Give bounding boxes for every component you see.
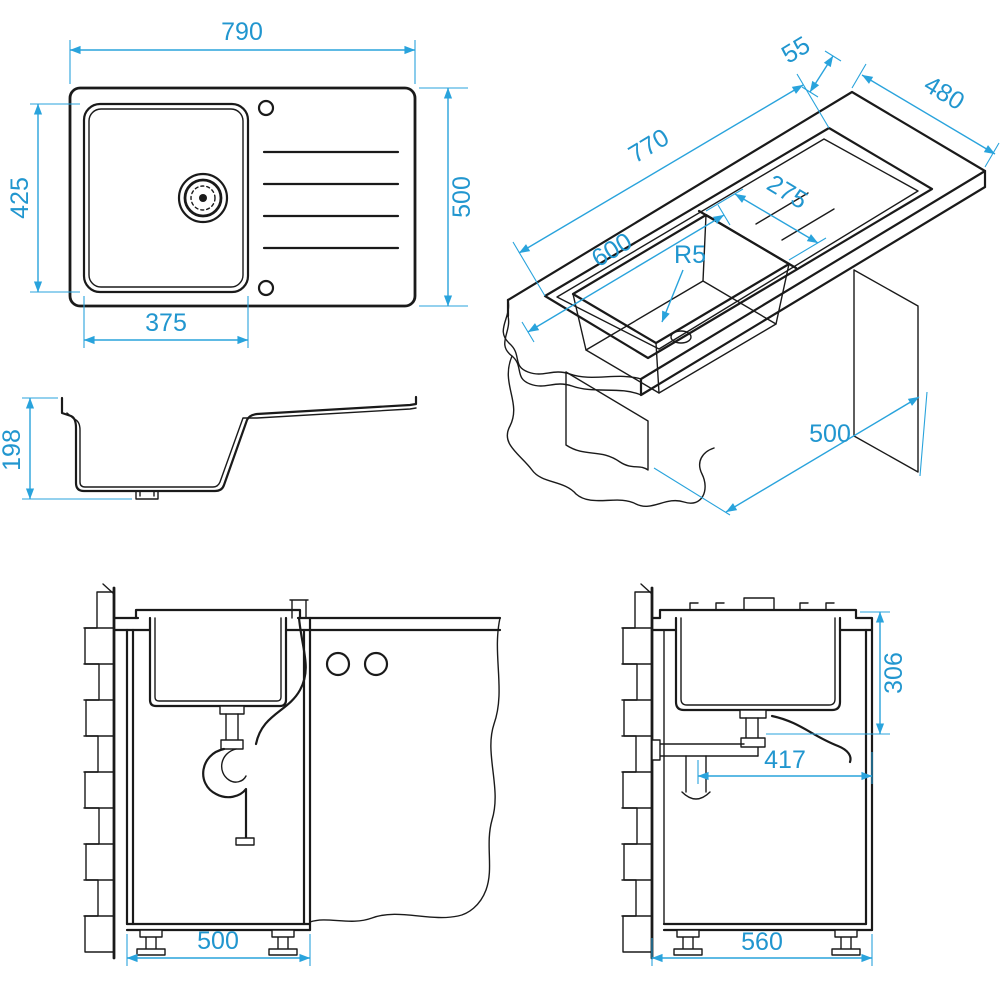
p-trap-outer [202,747,248,840]
bottle-trap-side [681,755,711,800]
profile-drain-stub [135,490,159,500]
drain-grate [190,185,216,211]
cabinet-front-panel [864,628,874,932]
drain-mid-ring [183,178,223,218]
trap-nut-front [220,739,244,750]
dim-label-790: 790 [221,18,263,46]
dimension-198: 198 [0,397,132,500]
drain-flange-side [739,709,767,719]
trap-nut-side [740,737,766,748]
top-view: 790 500 425 375 [6,18,476,348]
dim-label-500-depth: 500 [448,176,476,218]
wall-torn-top [102,583,115,595]
counter-thickness-edges [506,169,987,397]
dimension-560: 560 [651,928,873,966]
faucet-hole-cover [743,597,775,611]
counter-torn-left-edge [502,299,642,380]
dim-label-480: 480 [919,70,969,115]
drain-outer-ring [177,172,229,224]
cabinet-foot-left [136,929,166,956]
dim-label-198: 198 [0,429,26,471]
right-cabinet-gable [302,616,312,932]
dim-label-375: 375 [145,309,187,337]
bowl-section-inner [154,617,282,702]
dimension-790: 790 [69,18,416,84]
dim-label-55: 55 [777,31,815,69]
dimension-375: 375 [83,296,249,348]
standpipe-fitting [289,599,309,619]
drain-center [199,194,207,202]
cabinet-foot-front [831,929,861,956]
cabinet-foot-right [268,929,298,956]
drain-flange-front [219,705,245,715]
dimension-55: 55 [777,31,842,98]
dimension-306: 306 [766,611,908,735]
drain-iso [670,330,692,344]
p-trap-inner [221,748,247,783]
trap-outlet-flare [235,837,255,846]
bowl-inner-line [88,108,244,288]
wall-brick-courses [83,627,115,917]
dimension-480: 480 [851,63,1000,168]
dim-label-417: 417 [764,746,806,774]
side-installation-view: 306 417 560 [621,583,908,966]
dimension-425: 425 [6,103,80,293]
dim-label-425: 425 [6,177,34,219]
counter-top-face [506,90,987,381]
dimension-500-depth: 500 [419,87,476,307]
left-cabinet-gable [125,628,135,926]
tap-hole-top [257,99,275,117]
profile-inner [66,407,417,488]
dimension-417: 417 [697,746,873,784]
drain-strainer [177,172,229,224]
dimension-500-iso: 500 [653,391,928,516]
bowl-outline [82,102,250,294]
dim-label-306: 306 [880,652,908,694]
countertop-section [112,616,502,632]
left-support-panel [565,371,649,471]
dimension-r5: R5 [661,241,706,323]
torn-panel-under-counter [506,355,715,507]
dim-label-275: 275 [762,169,812,214]
panel-torn-edge [309,617,501,923]
bowl-opening-iso [571,213,791,345]
profile-view: 198 [0,395,418,500]
dim-label-560: 560 [741,928,783,956]
bowl-divider-iso [697,209,798,270]
cabinet-foot-back [673,929,703,956]
panel-hole-right [363,651,389,677]
wall-torn-top-side [640,583,653,595]
panel-hole-left [325,651,351,677]
right-support-panel [853,269,919,473]
dim-label-500-front: 500 [197,927,239,955]
dim-label-500-iso: 500 [809,420,851,448]
sink-rim-front [134,608,302,620]
dim-label-r5: R5 [674,241,706,269]
profile-outer [60,395,418,493]
flexible-hose-side [770,714,852,764]
dim-label-770: 770 [624,123,674,168]
drain-tailpipe-side [745,717,759,757]
drain-tailpipe-front [225,713,239,745]
bowl-side-inner [680,617,836,706]
waste-pipe-to-wall [651,743,759,757]
rim-fixing-clips [689,602,835,611]
tap-hole-bottom [257,279,275,297]
front-installation-view: 500 [83,583,502,966]
drainboard-grooves [262,150,400,250]
dimension-500-front: 500 [126,927,311,966]
bowl-section-outer [148,616,288,708]
wall-brick-courses-side [621,627,653,917]
isometric-view: 770 55 480 275 R5 600 500 [502,31,1000,516]
wall-pipe-union [651,739,661,761]
bowl-side-outer [674,616,842,712]
